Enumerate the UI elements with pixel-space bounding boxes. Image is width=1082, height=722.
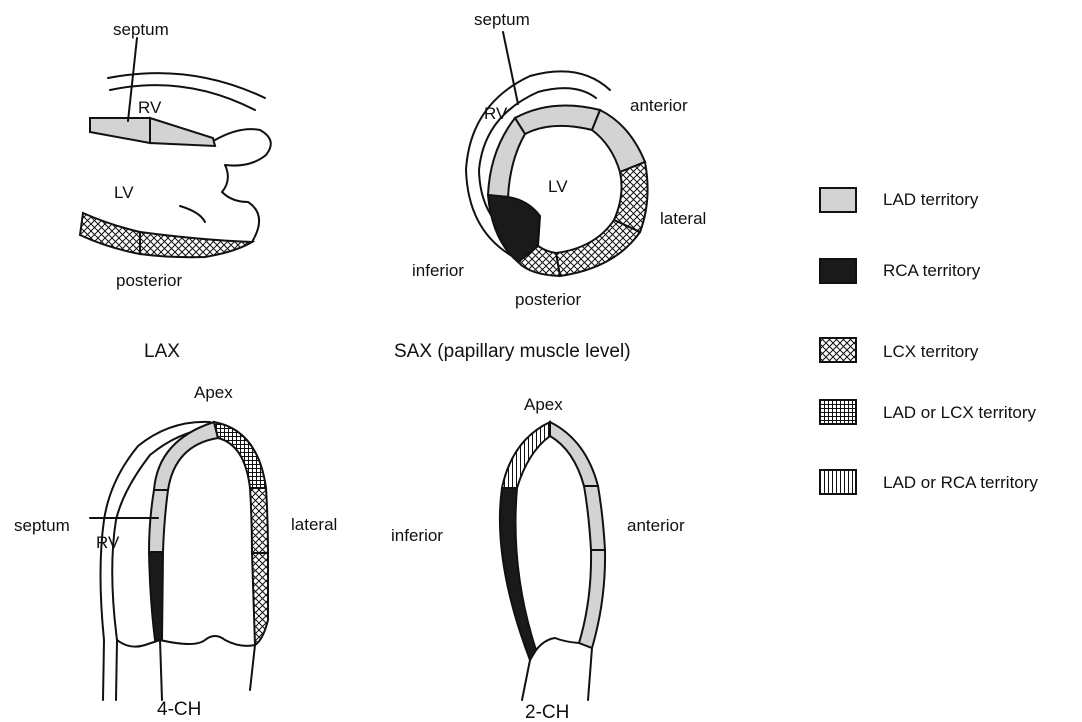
four-ch-lateral-mid [250, 488, 268, 553]
four-ch-label-rv: RV [96, 533, 120, 552]
legend-label-lad: LAD territory [883, 190, 979, 209]
two-ch-anterior-mid [584, 486, 605, 550]
two-ch-label-inferior: inferior [391, 526, 443, 545]
lax-septum-segment-mid [150, 118, 215, 146]
sax-septum-pointer [503, 32, 518, 104]
four-ch-septum-mid [149, 490, 168, 552]
sax-view: septum RV LV anterior lateral inferior p… [394, 10, 706, 362]
sax-label-rv: RV [484, 104, 508, 123]
four-ch-caption: 4-CH [157, 699, 201, 720]
sax-ring-inferolateral [556, 220, 640, 276]
four-ch-label-apex: Apex [194, 383, 233, 402]
sax-caption: SAX (papillary muscle level) [394, 341, 631, 362]
lax-label-lv: LV [114, 183, 134, 202]
sax-ring-anterior-septal [515, 106, 600, 135]
two-ch-label-apex: Apex [524, 395, 563, 414]
legend-swatch-rca [820, 259, 856, 283]
two-ch-inferior-apical [502, 422, 550, 488]
four-ch-lateral-apical [214, 422, 266, 488]
lax-septum-segment-basal [90, 118, 150, 143]
sax-label-anterior: anterior [630, 96, 688, 115]
four-ch-septum-rca [149, 552, 163, 640]
legend-label-lad-or-lcx: LAD or LCX territory [883, 403, 1037, 422]
legend-swatch-lad-or-lcx [820, 400, 856, 424]
four-ch-septum-apical [154, 422, 218, 490]
lax-label-septum: septum [113, 20, 169, 39]
sax-label-inferior: inferior [412, 261, 464, 280]
lax-posterior-segment-basal [80, 213, 140, 254]
two-ch-inferior-rca [500, 488, 536, 660]
two-ch-view: Apex inferior anterior 2-CH [391, 395, 685, 722]
legend-swatch-lad [820, 188, 856, 212]
two-ch-base-line [530, 638, 579, 660]
sax-ring-septal [488, 118, 525, 197]
sax-label-lv: LV [548, 177, 568, 196]
four-ch-base-line [117, 636, 255, 647]
lax-posterior-segment-mid [140, 232, 252, 257]
lax-caption: LAX [144, 341, 180, 362]
sax-label-septum: septum [474, 10, 530, 29]
sax-ring-anterior [592, 110, 645, 172]
legend-label-lad-or-rca: LAD or RCA territory [883, 473, 1038, 492]
lax-mitral-leaflet [180, 206, 205, 222]
lax-aortic-root [215, 129, 271, 242]
sax-label-posterior: posterior [515, 290, 581, 309]
lax-septum-pointer [128, 38, 137, 121]
legend-label-lcx: LCX territory [883, 342, 979, 361]
legend-swatch-lad-or-rca [820, 470, 856, 494]
two-ch-caption: 2-CH [525, 702, 569, 722]
lax-view: septum RV LV posterior LAX [80, 20, 271, 362]
legend-swatch-lcx [820, 338, 856, 362]
legend-label-rca: RCA territory [883, 261, 981, 280]
four-ch-lateral-basal [252, 553, 268, 645]
four-ch-label-septum: septum [14, 516, 70, 535]
two-ch-anterior-basal [579, 550, 605, 648]
four-ch-lower-walls [116, 640, 255, 700]
four-ch-view: Apex septum RV lateral 4-CH [14, 383, 337, 720]
legend: LAD territory RCA territory LCX territor… [820, 188, 1038, 494]
four-ch-label-lateral: lateral [291, 515, 337, 534]
lax-label-rv: RV [138, 98, 162, 117]
sax-label-lateral: lateral [660, 209, 706, 228]
lax-label-posterior: posterior [116, 271, 182, 290]
two-ch-anterior-apical [550, 422, 598, 486]
two-ch-label-anterior: anterior [627, 516, 685, 535]
